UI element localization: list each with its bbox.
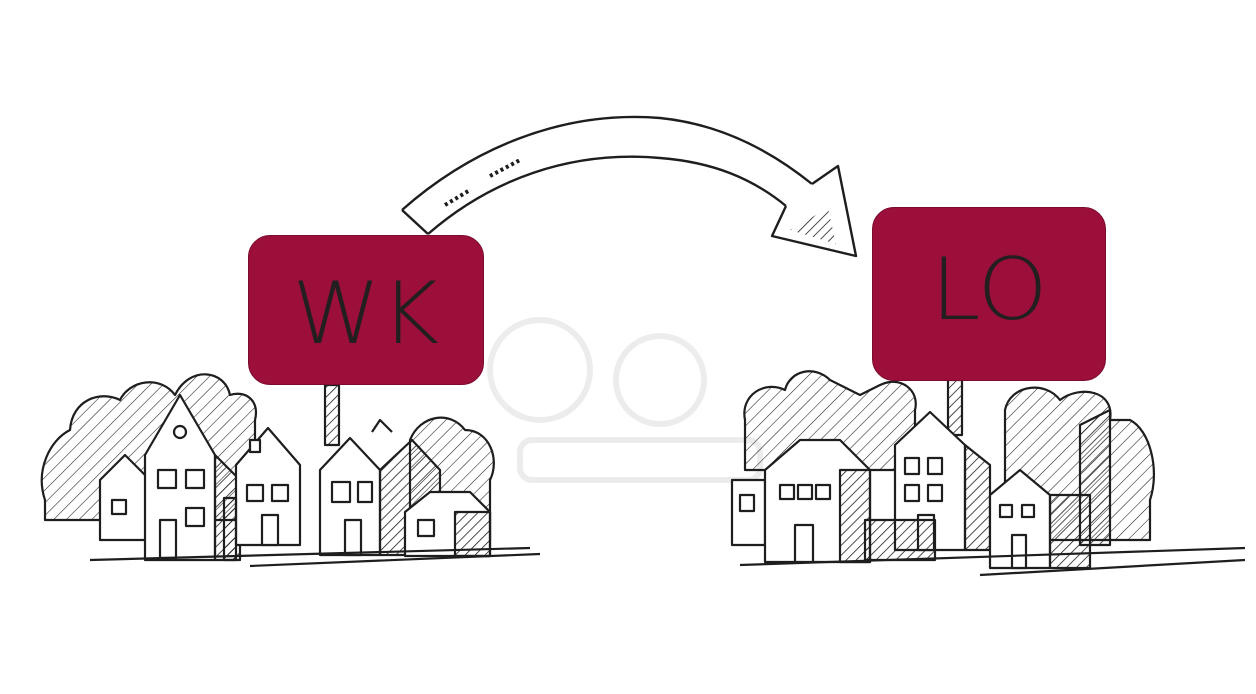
- town-sketch-icon: [732, 371, 1245, 575]
- destination-town-code: LO: [930, 240, 1047, 340]
- source-town-label: WK: [248, 235, 484, 385]
- watermark-smudge: [490, 320, 760, 480]
- town-sketch-icon: [42, 374, 540, 566]
- destination-town-label: LO: [872, 207, 1106, 381]
- source-town-code: WK: [292, 264, 439, 364]
- curved-arrow-icon: [402, 117, 856, 256]
